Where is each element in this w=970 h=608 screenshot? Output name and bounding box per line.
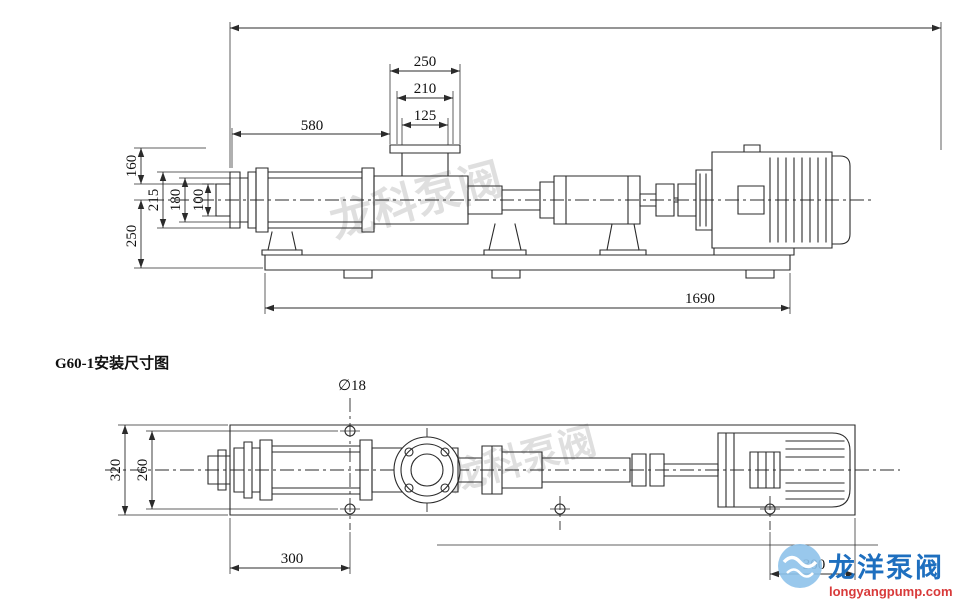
plan-motor-terminal-box <box>749 451 781 489</box>
inlet-bolt-hole <box>440 447 450 457</box>
casing-support-leg <box>483 223 527 256</box>
plan-inlet-flange <box>393 428 461 512</box>
side-dimensions: 250 210 125 580 160 215 <box>124 22 942 314</box>
dim-label-210: 210 <box>414 81 437 97</box>
bearing-support-leg <box>599 223 647 256</box>
dim-125-bore: 125 <box>401 108 449 145</box>
dim-320-plate-width: 320 <box>108 424 228 516</box>
dim-1690-length: 1690 <box>264 273 791 314</box>
motor-feet <box>713 247 795 256</box>
dim-label-hole-dia: ∅18 <box>338 378 366 394</box>
inlet-bolt-hole <box>404 447 414 457</box>
dim-label-160: 160 <box>124 155 140 178</box>
brand-name-text: 龙洋泵阀 <box>828 552 944 583</box>
plan-joint-housing <box>457 445 631 495</box>
plan-stator-tube <box>259 439 373 501</box>
dim-label-260: 260 <box>135 459 151 482</box>
brand-site-text: longyangpump.com <box>829 584 953 599</box>
wave-icon <box>782 555 818 569</box>
inlet-bolt-hole <box>440 483 450 493</box>
drawing-title: G60-1安装尺寸图 <box>55 354 169 372</box>
mounting-hole <box>344 503 356 515</box>
inlet-port <box>389 144 461 177</box>
inlet-flange-outer-circle <box>393 436 461 504</box>
brand-watermark: 龙洋泵阀 longyangpump.com <box>778 544 953 599</box>
plan-motor-body <box>717 432 851 508</box>
dim-260-hole-span: 260 <box>135 430 338 510</box>
dim-label-215: 215 <box>146 189 162 212</box>
inlet-flange-bore-circle <box>410 453 444 487</box>
mounting-hole <box>554 503 566 515</box>
dim-580-inlet-offset: 580 <box>231 118 390 168</box>
dim-210-boltcircle: 210 <box>396 81 454 144</box>
plan-baseplate <box>229 424 856 516</box>
motor-terminal-box <box>737 144 765 215</box>
bearing-housing <box>539 175 641 225</box>
dim-label-580: 580 <box>301 118 324 134</box>
dim-label-250-base: 250 <box>124 225 140 248</box>
dim-label-1690: 1690 <box>685 291 715 307</box>
dim-label-250-flange: 250 <box>414 54 437 70</box>
dim-100-height: 100 <box>191 183 216 217</box>
dim-300-left: 300 <box>229 518 351 574</box>
mounting-hole <box>764 503 776 515</box>
faint-watermark-text-top: 龙科泵阀 <box>325 155 508 248</box>
dim-label-320: 320 <box>108 459 124 482</box>
dim-label-125: 125 <box>414 108 437 124</box>
suction-port-stub <box>215 183 231 217</box>
front-support-leg <box>261 231 303 256</box>
inlet-bolt-hole <box>404 483 414 493</box>
dim-overall-top <box>229 22 942 168</box>
plan-motor-fins <box>785 440 845 500</box>
side-view <box>150 144 872 279</box>
faint-watermark: 龙科泵阀 龙科泵阀 <box>325 155 601 501</box>
dim-250-flange: 250 <box>389 54 461 144</box>
baseplate <box>264 254 791 279</box>
dim-160-height: 160 <box>124 147 214 185</box>
stator-tube <box>255 167 375 233</box>
dim-label-300-left: 300 <box>281 551 304 567</box>
dim-label-100: 100 <box>191 189 207 212</box>
mounting-hole <box>344 425 356 437</box>
mounting-holes <box>340 398 780 530</box>
dim-250-base-height: 250 <box>124 199 263 269</box>
inlet-flange-bolt-circle <box>400 443 454 497</box>
suction-casing <box>373 175 469 225</box>
motor-fins <box>769 157 827 243</box>
brand-logo-icon <box>778 544 822 588</box>
dim-180-height: 180 <box>168 177 240 223</box>
wave-icon <box>786 568 814 578</box>
plan-suction-stub <box>207 449 231 491</box>
plan-view <box>105 398 900 546</box>
motor-body <box>711 151 851 249</box>
dim-label-180: 180 <box>168 189 184 212</box>
dim-215-height: 215 <box>146 171 230 229</box>
